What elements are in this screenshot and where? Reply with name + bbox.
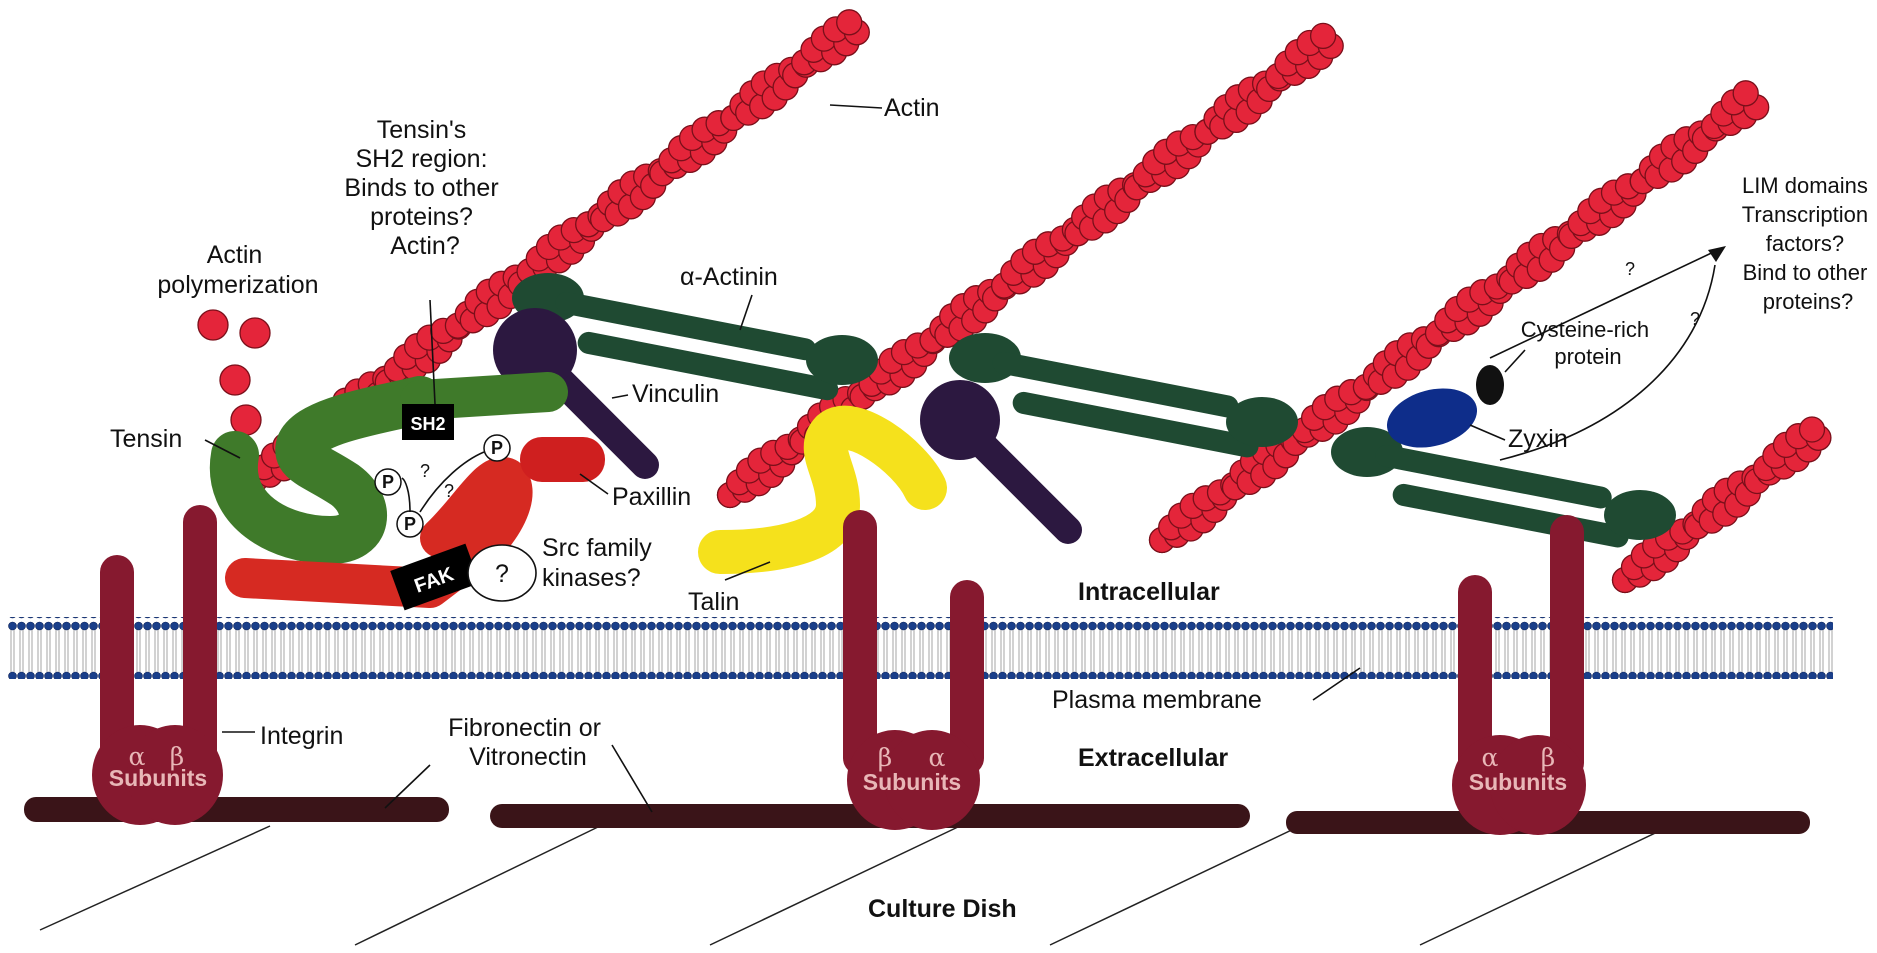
actin-monomer [837, 10, 862, 35]
integrin-1-subunits: Subunits [109, 765, 207, 791]
phospho-2: P [484, 435, 510, 461]
question-b: ? [444, 481, 454, 501]
label-actin-polymerization: Actin polymerization [157, 241, 318, 299]
leader-alpha-actinin [740, 295, 752, 330]
leader-zyxin [1470, 425, 1505, 440]
culture-dish [40, 826, 1670, 945]
free-actin-monomer [240, 318, 270, 348]
actin-monomer [1733, 81, 1758, 106]
free-actin-monomer [220, 365, 250, 395]
svg-text:P: P [491, 438, 503, 458]
phospho-1: P [375, 469, 401, 495]
label-cysteine-rich: Cysteine-rich protein [1521, 317, 1656, 369]
integrin-2-subunits: Subunits [863, 769, 961, 795]
label-actin: Actin [884, 94, 940, 122]
phospho-arrow-1 [402, 478, 410, 512]
label-paxillin: Paxillin [612, 483, 691, 511]
integrin-3-beta: β [1541, 743, 1555, 772]
actin-monomer [1800, 417, 1825, 442]
label-vinculin: Vinculin [632, 380, 719, 408]
label-lim-domains: LIM domains Transcription factors? Bind … [1742, 173, 1874, 314]
label-extracellular: Extracellular [1078, 744, 1228, 772]
cysteine-rich-protein [1476, 365, 1504, 405]
leader-actin [830, 105, 882, 108]
label-tensin-sh2: Tensin's SH2 region: Binds to other prot… [344, 116, 505, 260]
integrin-2-alpha: α [929, 743, 946, 772]
integrin-3-subunits: Subunits [1469, 769, 1567, 795]
paxillin-protein [520, 437, 605, 482]
free-actin-monomer [231, 405, 261, 435]
label-src-family: Src family kinases? [542, 534, 659, 592]
svg-text:P: P [382, 472, 394, 492]
integrin-2-beta: β [878, 743, 892, 772]
label-alpha-actinin: α-Actinin [680, 263, 778, 291]
alpha-actinin-3 [1331, 427, 1676, 549]
actin-monomer [1311, 23, 1336, 48]
question-c: ? [1625, 259, 1635, 279]
lim-arrowhead [1708, 246, 1726, 262]
label-plasma-membrane: Plasma membrane [1052, 686, 1262, 714]
label-talin: Talin [688, 588, 739, 616]
label-intracellular: Intracellular [1078, 578, 1220, 606]
label-tensin: Tensin [110, 425, 182, 453]
alpha-actinin-2 [949, 333, 1298, 459]
sh2-tag: SH2 [410, 414, 445, 434]
phospho-3: P [397, 511, 423, 537]
svg-text:P: P [404, 514, 416, 534]
leader-cysteine [1505, 350, 1525, 372]
src-question: ? [495, 560, 509, 588]
question-a: ? [420, 461, 430, 481]
label-integrin: Integrin [260, 722, 343, 750]
leader-vinculin [612, 395, 628, 398]
label-fibronectin: Fibronectin or Vitronectin [448, 714, 608, 771]
integrin-3-alpha: α [1482, 743, 1499, 772]
label-culture-dish: Culture Dish [868, 895, 1017, 923]
free-actin-monomer [198, 310, 228, 340]
label-zyxin: Zyxin [1508, 425, 1568, 453]
leader-fibronectin-2 [612, 745, 652, 812]
question-d: ? [1690, 309, 1700, 329]
